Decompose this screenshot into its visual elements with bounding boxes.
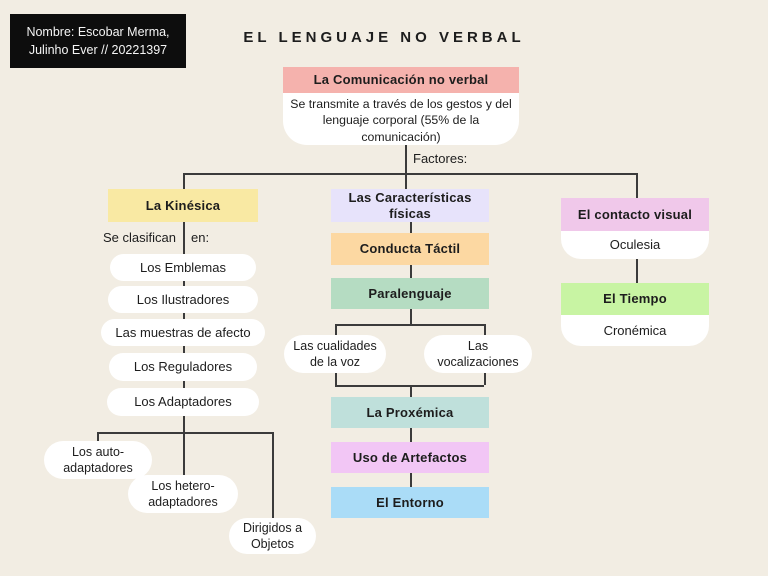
connector-paralenguaje-stem bbox=[410, 309, 412, 324]
cualidades-line1: Las cualidades bbox=[293, 339, 377, 353]
node-contacto-visual: El contacto visual bbox=[561, 198, 709, 231]
connector-drop-proxemica bbox=[410, 385, 412, 397]
node-kinesica: La Kinésica bbox=[108, 189, 258, 222]
hetero-adaptadores-line2: adaptadores bbox=[148, 495, 218, 509]
connector-fisicas-conducta bbox=[410, 222, 412, 233]
student-name-line2: Julinho Ever // 20221397 bbox=[28, 43, 168, 57]
kinesica-classifier-right: en: bbox=[191, 230, 210, 245]
node-dirigidos-a-objetos: Dirigidos a Objetos bbox=[229, 518, 316, 554]
node-conducta-tactil: Conducta Táctil bbox=[331, 233, 489, 265]
node-reguladores: Los Reguladores bbox=[109, 353, 257, 381]
connector-main-horizontal bbox=[183, 173, 636, 175]
connector-vocalizaciones-down bbox=[484, 373, 486, 385]
connector-drop-hetero bbox=[183, 432, 185, 475]
node-paralenguaje: Paralenguaje bbox=[331, 278, 489, 309]
hetero-adaptadores-line1: Los hetero- bbox=[151, 479, 215, 493]
node-cualidades-voz: Las cualidades de la voz bbox=[284, 335, 386, 373]
node-ilustradores: Los Ilustradores bbox=[108, 286, 258, 313]
vocalizaciones-line2: vocalizaciones bbox=[437, 355, 519, 369]
connector-oculesia-tiempo bbox=[636, 259, 638, 283]
node-uso-artefactos: Uso de Artefactos bbox=[331, 442, 489, 473]
dirigidos-line2: Objetos bbox=[250, 537, 295, 551]
vocalizaciones-line1: Las bbox=[467, 339, 489, 353]
connector-drop-dirigidos bbox=[272, 432, 274, 518]
factores-label: Factores: bbox=[413, 151, 468, 166]
node-comunicacion-no-verbal: La Comunicación no verbal bbox=[283, 67, 519, 93]
node-comunicacion-description: Se transmite a través de los gestos y de… bbox=[283, 93, 519, 145]
student-name-box: Nombre: Escobar Merma, Julinho Ever // 2… bbox=[10, 14, 186, 68]
node-adaptadores: Los Adaptadores bbox=[107, 388, 259, 416]
connector-pill-tick-3 bbox=[183, 346, 185, 353]
connector-drop-contacto bbox=[636, 173, 638, 198]
kinesica-classifier-left: Se clasifican bbox=[103, 230, 176, 245]
node-tiempo: El Tiempo bbox=[561, 283, 709, 315]
connector-pill-tick-1 bbox=[183, 281, 185, 286]
connector-root-stem bbox=[405, 145, 407, 189]
connector-adaptadores-stem bbox=[183, 416, 185, 432]
connector-pill-tick-2 bbox=[183, 313, 185, 319]
connector-drop-auto bbox=[97, 432, 99, 441]
node-muestras-de-afecto: Las muestras de afecto bbox=[101, 319, 265, 346]
connector-drop-kinesica bbox=[183, 173, 185, 189]
connector-drop-cualidades bbox=[335, 324, 337, 335]
node-cronemica: Cronémica bbox=[561, 315, 709, 346]
connector-artefactos-entorno bbox=[410, 473, 412, 487]
node-emblemas: Los Emblemas bbox=[110, 254, 256, 281]
connector-cualidades-down bbox=[335, 373, 337, 385]
page-title: EL LENGUAJE NO VERBAL bbox=[243, 29, 525, 46]
connector-adaptadores-horizontal bbox=[97, 432, 272, 434]
connector-kinesica-stem bbox=[183, 222, 185, 254]
connector-voz-horizontal-bottom bbox=[335, 385, 484, 387]
dirigidos-line1: Dirigidos a bbox=[242, 521, 303, 535]
auto-adaptadores-line2: adaptadores bbox=[63, 461, 133, 475]
connector-drop-vocalizaciones bbox=[484, 324, 486, 335]
connector-voz-horizontal-top bbox=[335, 324, 484, 326]
node-auto-adaptadores: Los auto- adaptadores bbox=[44, 441, 152, 479]
node-entorno: El Entorno bbox=[331, 487, 489, 518]
connector-proxemica-artefactos bbox=[410, 428, 412, 442]
node-proxemica: La Proxémica bbox=[331, 397, 489, 428]
cualidades-line2: de la voz bbox=[309, 355, 361, 369]
node-hetero-adaptadores: Los hetero- adaptadores bbox=[128, 475, 238, 513]
node-caracteristicas-fisicas: Las Características físicas bbox=[331, 189, 489, 222]
auto-adaptadores-line1: Los auto- bbox=[71, 445, 125, 459]
connector-conducta-paralenguaje bbox=[410, 265, 412, 278]
node-oculesia: Oculesia bbox=[561, 231, 709, 259]
node-vocalizaciones: Las vocalizaciones bbox=[424, 335, 532, 373]
connector-pill-tick-4 bbox=[183, 381, 185, 388]
student-name-line1: Nombre: Escobar Merma, bbox=[26, 25, 170, 39]
